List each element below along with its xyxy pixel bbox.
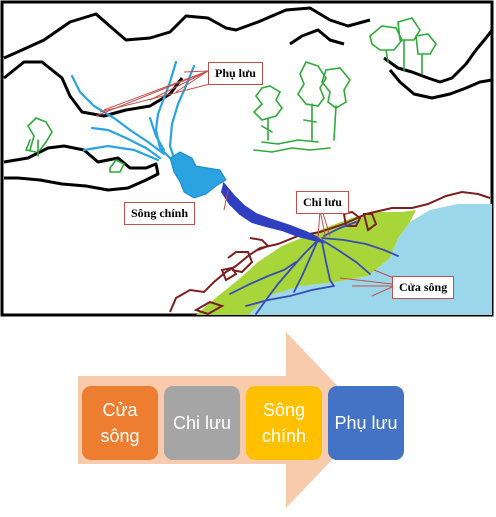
flow-step-phu-luu: Phụ lưu <box>328 386 404 460</box>
tree-drawings <box>24 17 437 173</box>
distributary-channels <box>229 221 399 315</box>
flow-step-cua-song: Cửa sông <box>82 386 158 460</box>
mountain-lines <box>3 6 494 192</box>
label-phu-luu: Phụ lưu <box>208 62 263 85</box>
label-cua-song: Cửa sông <box>392 276 455 299</box>
flow-step-song-chinh: Sông chính <box>246 386 322 460</box>
tributary-streams <box>70 60 196 162</box>
label-song-chinh: Sông chính <box>124 202 196 225</box>
label-chi-luu: Chi lưu <box>296 191 349 214</box>
main-river-upper <box>169 151 227 199</box>
callout-pointers <box>95 70 395 297</box>
river-map <box>0 0 494 317</box>
delta-land <box>196 210 416 315</box>
flow-step-chi-luu: Chi lưu <box>164 386 240 460</box>
